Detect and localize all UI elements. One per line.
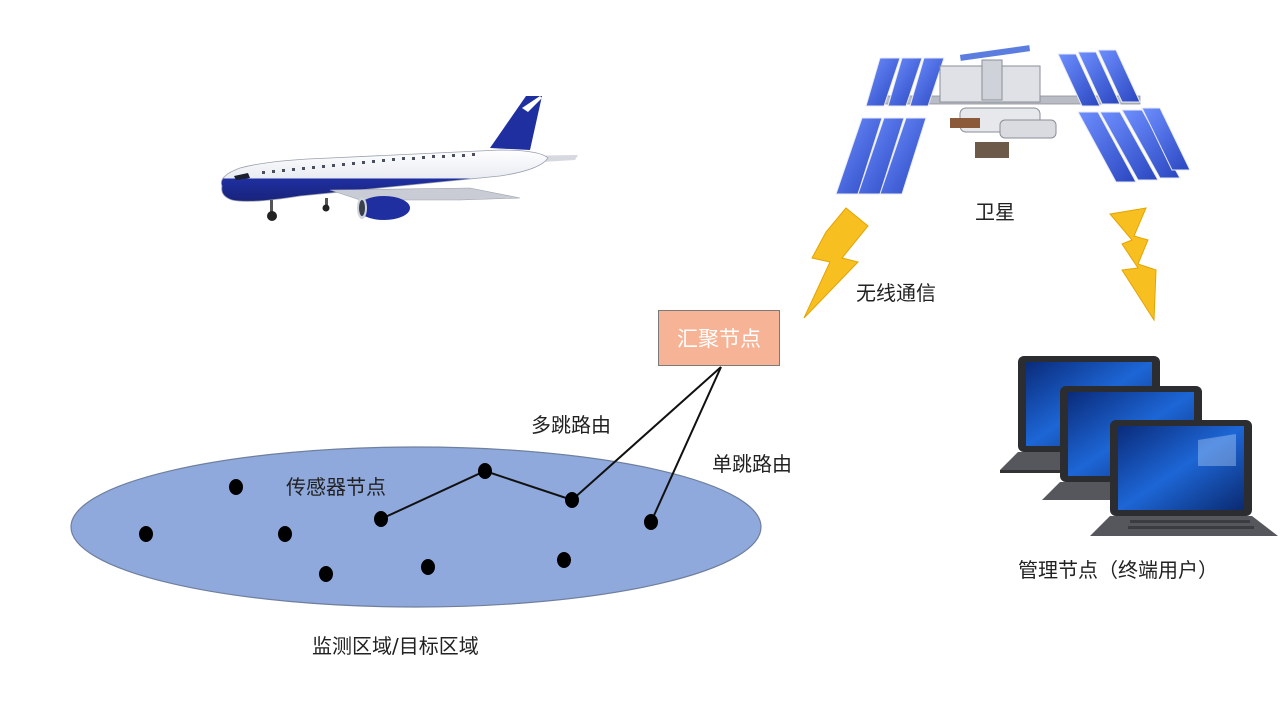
monitoring-area [70, 446, 762, 608]
multi-hop-routing-label: 多跳路由 [531, 413, 611, 437]
sensor-node [319, 566, 333, 582]
sensor-node-label: 传感器节点 [286, 475, 386, 499]
airplane-icon [221, 96, 578, 221]
sensor-node [229, 479, 243, 495]
sensor-node [478, 463, 492, 479]
sensor-node [421, 559, 435, 575]
sensor-node [374, 511, 388, 527]
single-hop-routing-label: 单跳路由 [712, 452, 792, 476]
sensor-node [565, 492, 579, 508]
sensor-node [278, 526, 292, 542]
single-hop-route-line [650, 366, 722, 523]
lightning-bolt-icon [1109, 207, 1157, 322]
space-station-icon [835, 45, 1191, 195]
sink-node-box: 汇聚节点 [658, 310, 780, 366]
satellite-label: 卫星 [975, 200, 1015, 224]
multi-hop-route-line [380, 366, 722, 520]
lightning-bolt-icon [803, 207, 869, 319]
sensor-node [557, 552, 571, 568]
management-node-label: 管理节点（终端用户） [1018, 558, 1218, 582]
sensor-node [644, 514, 658, 530]
monitoring-area-label: 监测区域/目标区域 [312, 634, 479, 658]
sink-node-label: 汇聚节点 [677, 327, 761, 351]
sensor-node [139, 526, 153, 542]
wireless-communication-label: 无线通信 [856, 281, 936, 305]
laptop-icon [1090, 420, 1278, 536]
